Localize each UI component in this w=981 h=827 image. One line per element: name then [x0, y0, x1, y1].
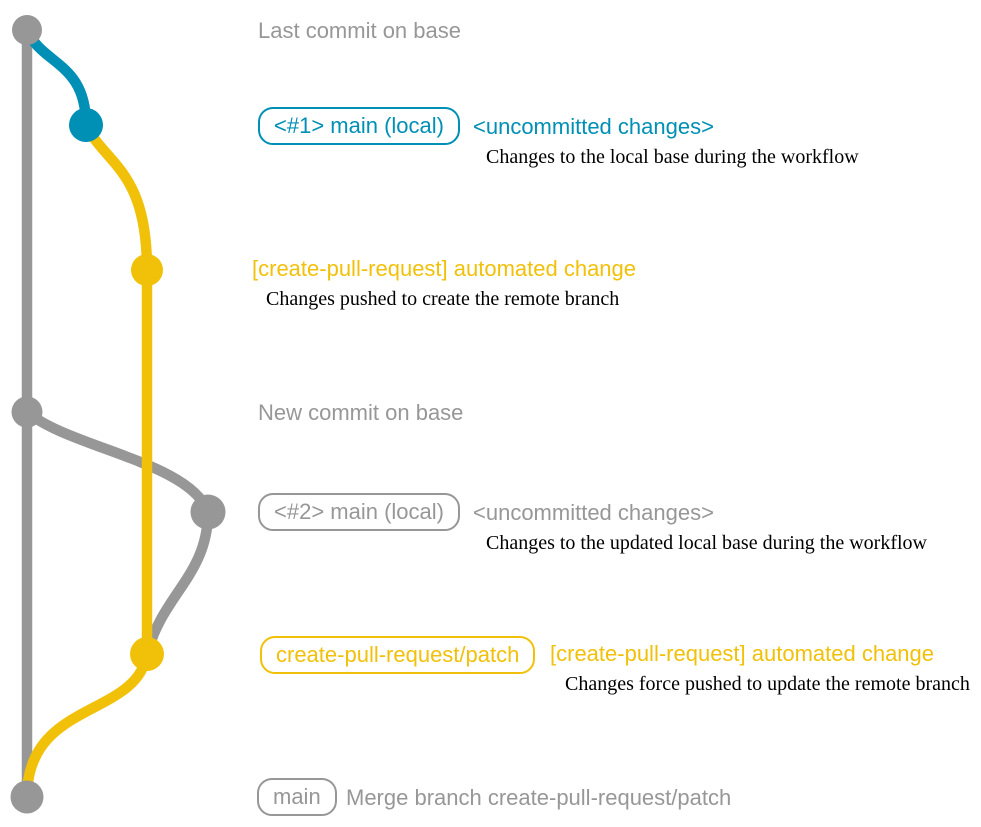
commit-dot-patch-1: [131, 254, 163, 286]
commit-dot-local-main-1: [69, 108, 103, 142]
commit-message-local-main-1: <uncommitted changes>: [473, 114, 714, 139]
commit-dot-merge: [10, 780, 44, 814]
commit-message-local-main-2: <uncommitted changes>: [473, 500, 714, 525]
commit-message-new-base: New commit on base: [258, 400, 464, 425]
commit-note-patch-1: Changes pushed to create the remote bran…: [266, 288, 620, 310]
commit-dot-patch-2: [130, 637, 164, 671]
commit-dot-new-base: [11, 396, 43, 428]
patch-to-merge-curve: [21, 652, 153, 798]
commit-note-patch-2: Changes force pushed to update the remot…: [565, 673, 970, 695]
commit-note-local-main-2: Changes to the updated local base during…: [486, 532, 927, 554]
base-to-local-main-2-curve: [23, 407, 213, 515]
commit-note-local-main-1: Changes to the local base during the wor…: [486, 146, 859, 168]
local-main-2-to-patch-curve: [141, 511, 214, 656]
commit-dot-local-main-2: [190, 494, 226, 530]
commit-dot-last-base: [12, 15, 42, 45]
commit-message-patch-1: [create-pull-request] automated change: [252, 256, 637, 281]
branch-tag-main: main: [257, 778, 337, 816]
local-main-1-to-patch-curve: [81, 122, 153, 271]
branch-tag-patch: create-pull-request/patch: [260, 636, 536, 674]
branch-tag-local-main-1: <#1> main (local): [258, 107, 460, 145]
commit-message-merge: Merge branch create-pull-request/patch: [346, 785, 732, 810]
commit-message-patch-2: [create-pull-request] automated change: [550, 641, 935, 666]
commit-message-last-base: Last commit on base: [258, 18, 461, 43]
branch-tag-local-main-2: <#2> main (local): [258, 493, 460, 531]
